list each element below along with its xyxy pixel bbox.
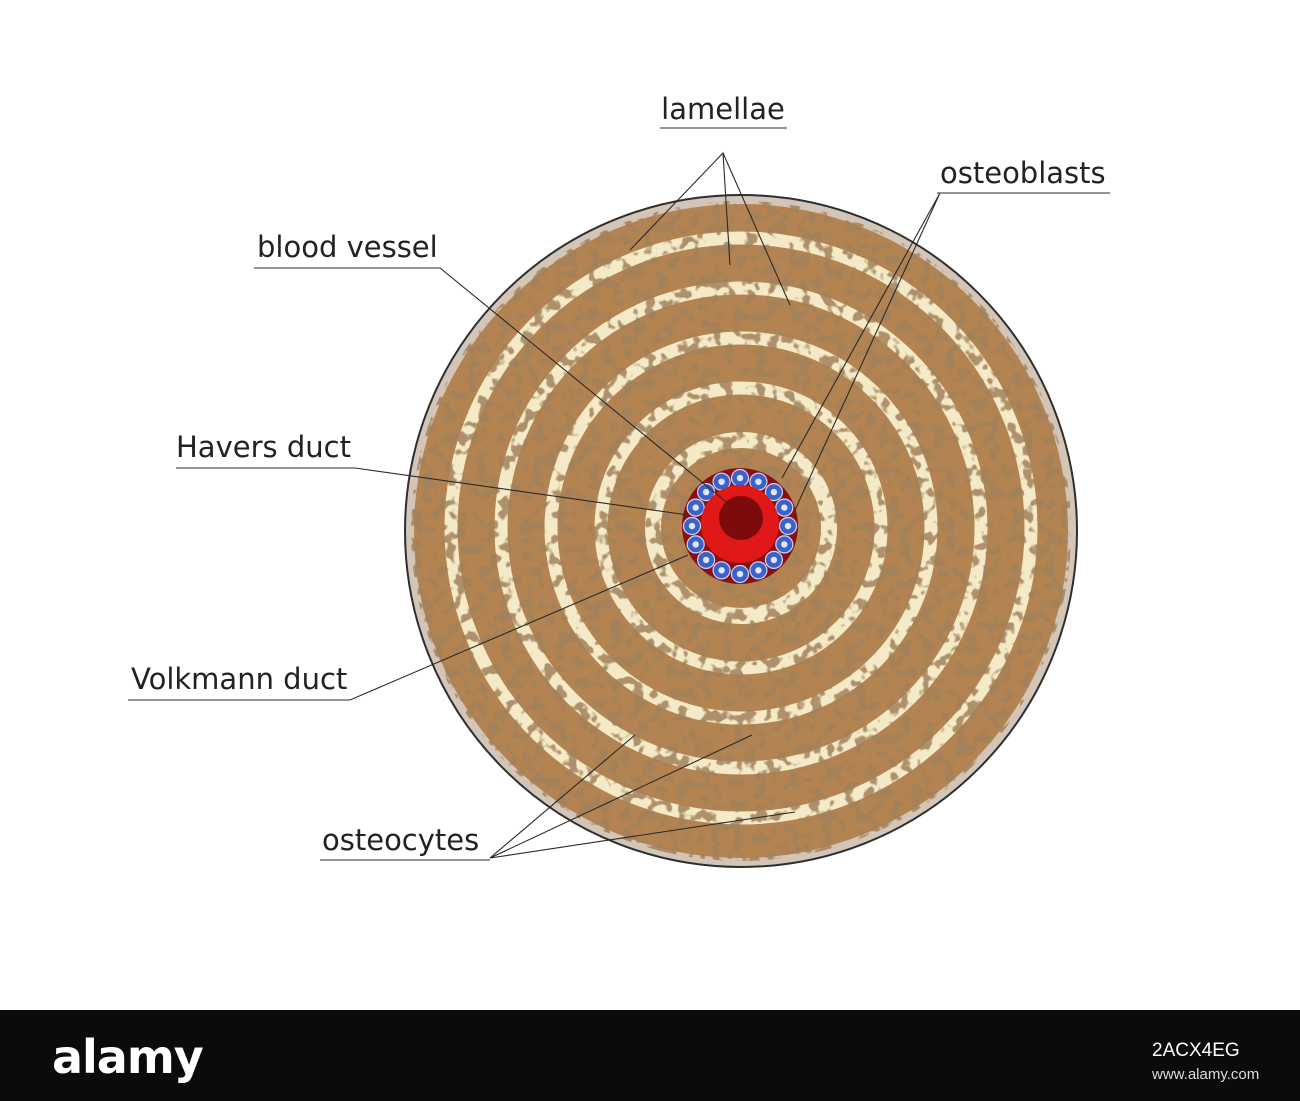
labels: lamellae osteoblasts blood vessel Havers… xyxy=(128,92,1110,861)
osteoblast-nucleus xyxy=(784,522,792,530)
site-url: www.alamy.com xyxy=(1152,1066,1260,1083)
havers-duct-label: Havers duct xyxy=(176,430,351,464)
osteoblast-nucleus xyxy=(770,556,778,564)
osteoblasts-leader-1 xyxy=(781,192,941,479)
osteoblast-nucleus xyxy=(688,522,696,530)
osteoblast-nucleus xyxy=(736,474,744,482)
blood-vessel-core xyxy=(719,496,763,540)
osteoblasts-label: osteoblasts xyxy=(940,156,1106,190)
lamellae-leader-3 xyxy=(722,152,791,306)
volkmann-duct-label: Volkmann duct xyxy=(131,662,347,696)
osteoblast-cells xyxy=(682,468,798,584)
osteoblast-nucleus xyxy=(736,570,744,578)
havers-canal xyxy=(682,468,798,584)
blood-vessel-label: blood vessel xyxy=(257,230,438,264)
osteocytes-leader-3 xyxy=(489,811,796,859)
osteoblast-nucleus xyxy=(770,488,778,496)
osteoblasts-leader-2 xyxy=(794,192,941,511)
image-code: 2ACX4EG xyxy=(1152,1040,1240,1061)
osteoblast-nucleus xyxy=(755,567,762,574)
osteoblast-nucleus xyxy=(702,556,710,564)
osteocytes-leader-2 xyxy=(489,734,753,859)
osteoblast-nucleus xyxy=(781,541,788,548)
osteoblast-nucleus xyxy=(718,567,725,574)
osteoblast-nucleus xyxy=(755,478,762,485)
watermark-bar: alamy 2ACX4EG www.alamy.com xyxy=(0,1010,1300,1101)
osteon-diagram: lamellae osteoblasts blood vessel Havers… xyxy=(128,92,1110,868)
osteoblast-nucleus xyxy=(692,541,699,548)
osteocytes-leader-1 xyxy=(489,734,636,859)
osteoblast-nucleus xyxy=(781,504,788,511)
osteoblast-nucleus xyxy=(702,488,710,496)
alamy-logo: alamy xyxy=(52,1030,204,1084)
osteocytes-label: osteocytes xyxy=(322,823,479,857)
lamellae-label: lamellae xyxy=(661,92,785,126)
osteoblast-nucleus xyxy=(692,504,699,511)
osteoblast-nucleus xyxy=(718,478,725,485)
